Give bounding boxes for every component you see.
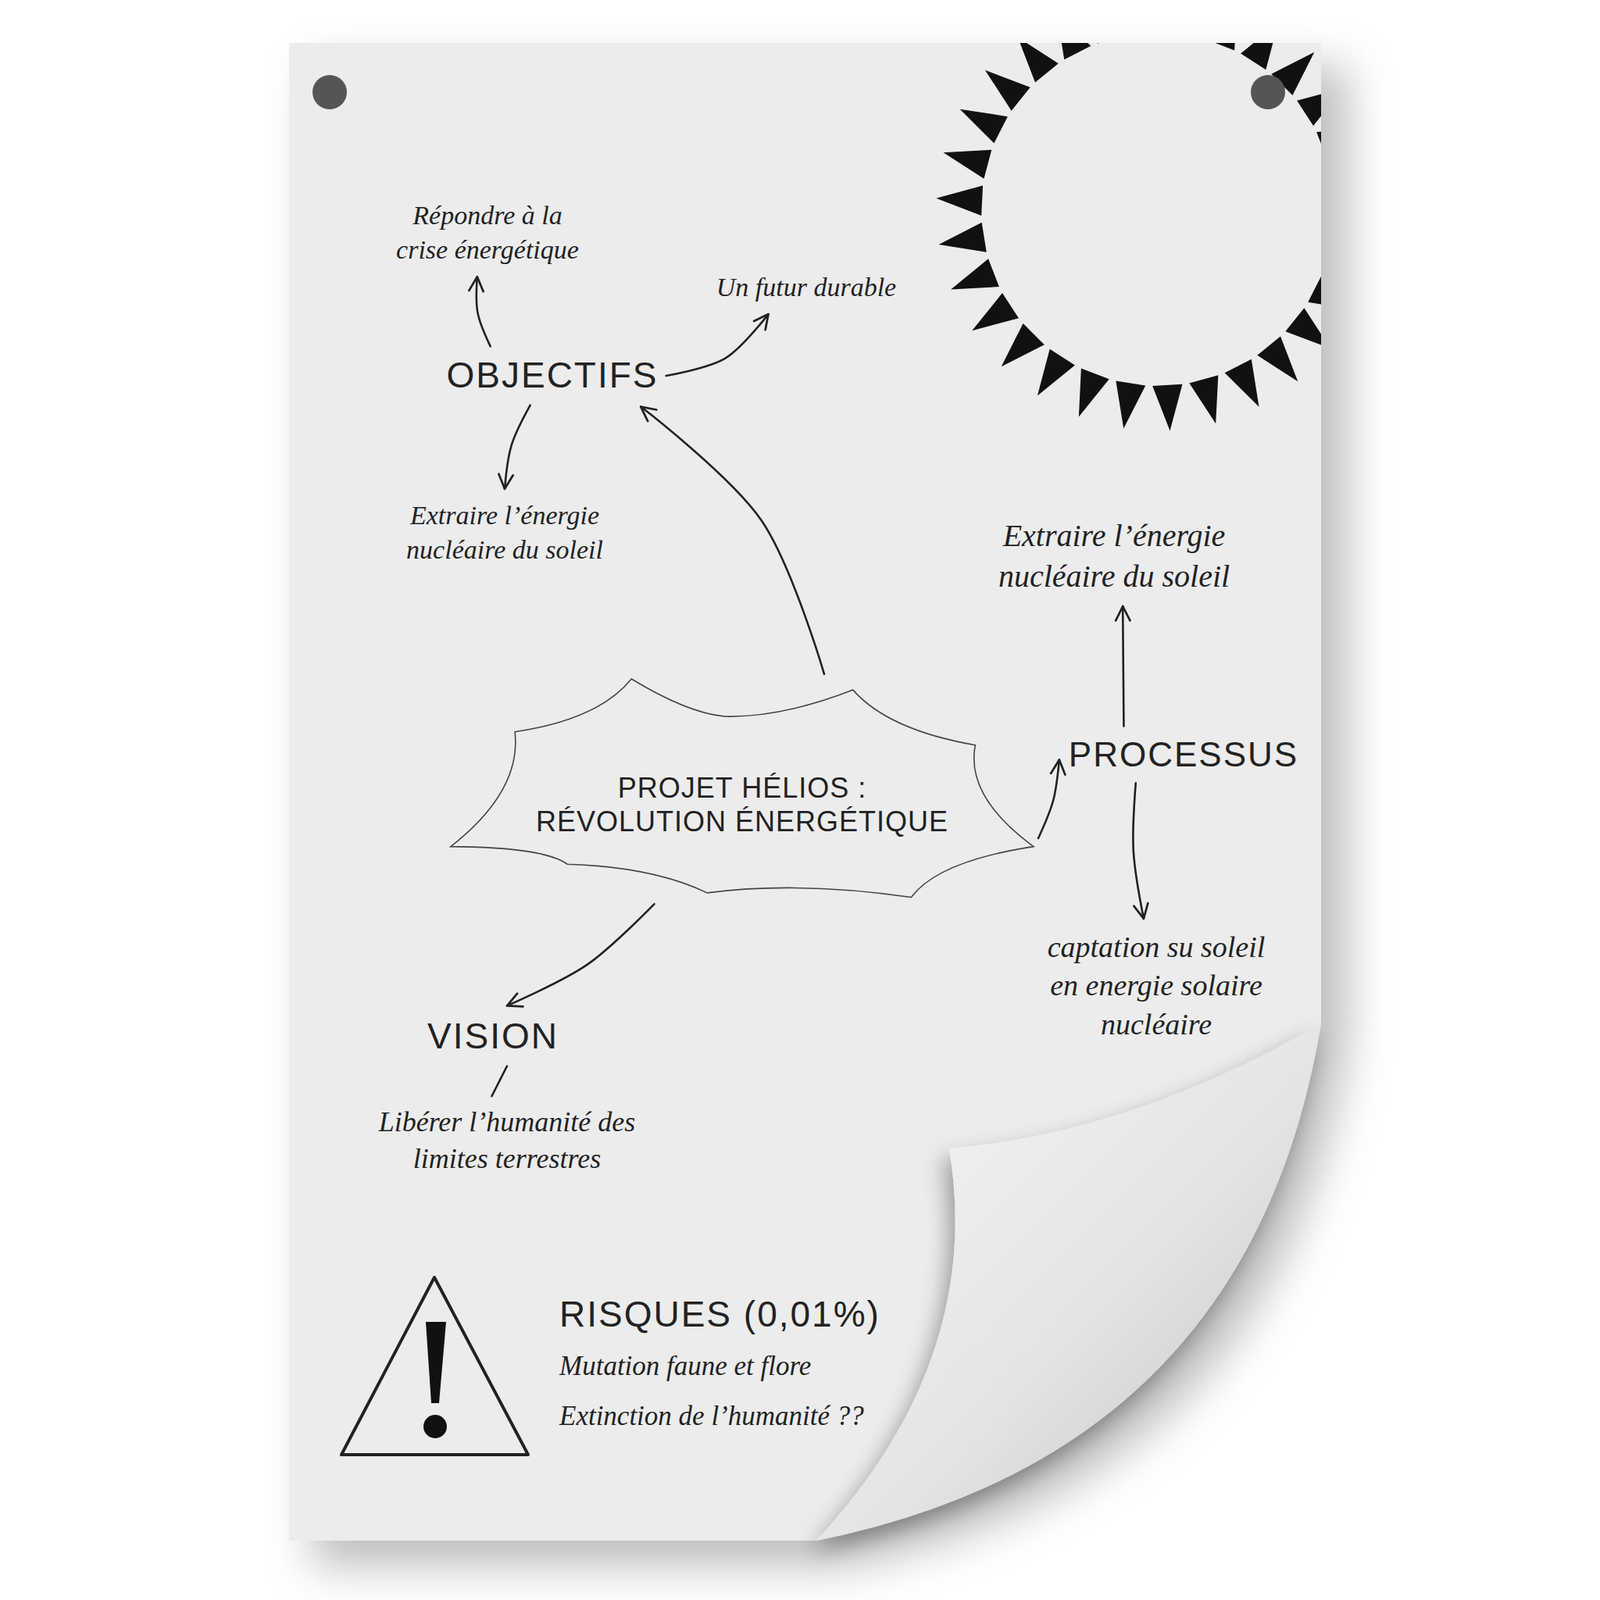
- branch-heading: OBJECTIFS: [441, 349, 663, 402]
- node-text: PROCESSUS: [1068, 734, 1299, 776]
- sun-ray: [960, 109, 1008, 144]
- sun-ray: [1296, 88, 1322, 126]
- sun-ray: [1307, 275, 1322, 311]
- sun-ray: [1056, 42, 1091, 60]
- sun-ray: [1001, 323, 1045, 367]
- idea-text: Extraire l’énergie nucléaire du soleil: [378, 493, 631, 572]
- risk-note: Extinction de l’humanité ??: [559, 1398, 865, 1435]
- connector-arrow: [504, 405, 531, 490]
- sun-ray: [943, 150, 993, 179]
- sun-ray: [1206, 42, 1237, 50]
- node-text: OBJECTIFS: [446, 353, 658, 397]
- sun-ray: [1152, 384, 1183, 432]
- connector-arrow: [666, 314, 769, 376]
- sun-ray: [1225, 359, 1260, 408]
- sun-ray: [985, 70, 1031, 111]
- idea-text: Un futur durable: [711, 265, 901, 310]
- node-text: VISION: [427, 1014, 559, 1058]
- sun-ray: [1285, 307, 1322, 349]
- sun-ray: [935, 185, 983, 216]
- node-text: captation su soleil en energie solaire n…: [1035, 928, 1278, 1044]
- branch-heading: PROCESSUS: [1064, 729, 1304, 781]
- idea-text: Extraire l’énergie nucléaire du soleil: [968, 510, 1260, 602]
- risk-heading: RISQUES (0,01%): [559, 1292, 881, 1336]
- central-burst: PROJET HÉLIOS : RÉVOLUTION ÉNERGÉTIQUE: [449, 677, 1036, 901]
- warning-triangle: [341, 1277, 529, 1455]
- warning-mark: [425, 1321, 447, 1404]
- sun-ray: [1017, 42, 1059, 83]
- connector-arrow: [1122, 606, 1124, 727]
- burst-shape: [450, 678, 1034, 898]
- sun-ray: [1257, 336, 1298, 383]
- connector-arrow: [507, 903, 655, 1006]
- risk-note: Mutation faune et flore: [559, 1348, 811, 1385]
- pin: [1250, 75, 1286, 110]
- sun-ray: [1316, 129, 1322, 161]
- connector-arrow: [491, 1066, 508, 1097]
- sun-ray: [1037, 349, 1075, 397]
- sun-clip: [935, 42, 1322, 432]
- node-text: Un futur durable: [716, 270, 897, 305]
- sun-ray: [1097, 42, 1127, 44]
- sun-ray: [939, 222, 987, 253]
- sun-ray: [1115, 381, 1146, 429]
- connector-arrow: [640, 407, 825, 675]
- sun-ray: [971, 292, 1019, 331]
- curled-corner: [816, 1023, 1322, 1541]
- idea-text: Libérer l’humanité des limites terrestre…: [353, 1099, 661, 1183]
- node-text: Répondre à la crise énergétique: [389, 198, 586, 268]
- node-text: Extraire l’énergie nucléaire du soleil: [973, 515, 1255, 597]
- poster-sheet: [289, 42, 1322, 1541]
- warning-dot: [423, 1414, 447, 1439]
- pin: [312, 75, 347, 110]
- node-text: PROJET HÉLIOS : RÉVOLUTION ÉNERGÉTIQUE: [527, 771, 958, 839]
- sun-ray: [1078, 368, 1110, 418]
- node-text: Extraire l’énergie nucléaire du soleil: [383, 498, 626, 568]
- connector-arrow: [1038, 759, 1060, 839]
- idea-text: Répondre à la crise énergétique: [384, 193, 591, 272]
- sun-symbol: [935, 42, 1322, 432]
- node-text: Libérer l’humanité des limites terrestre…: [358, 1103, 656, 1178]
- branch-heading: VISION: [422, 1010, 564, 1063]
- connector-arrow: [476, 276, 491, 347]
- idea-text: captation su soleil en energie solaire n…: [1030, 923, 1283, 1049]
- sun-ray: [950, 258, 1000, 290]
- connector-arrow: [1132, 782, 1143, 919]
- sun-ray: [1240, 42, 1279, 70]
- sun-ray: [1189, 375, 1218, 424]
